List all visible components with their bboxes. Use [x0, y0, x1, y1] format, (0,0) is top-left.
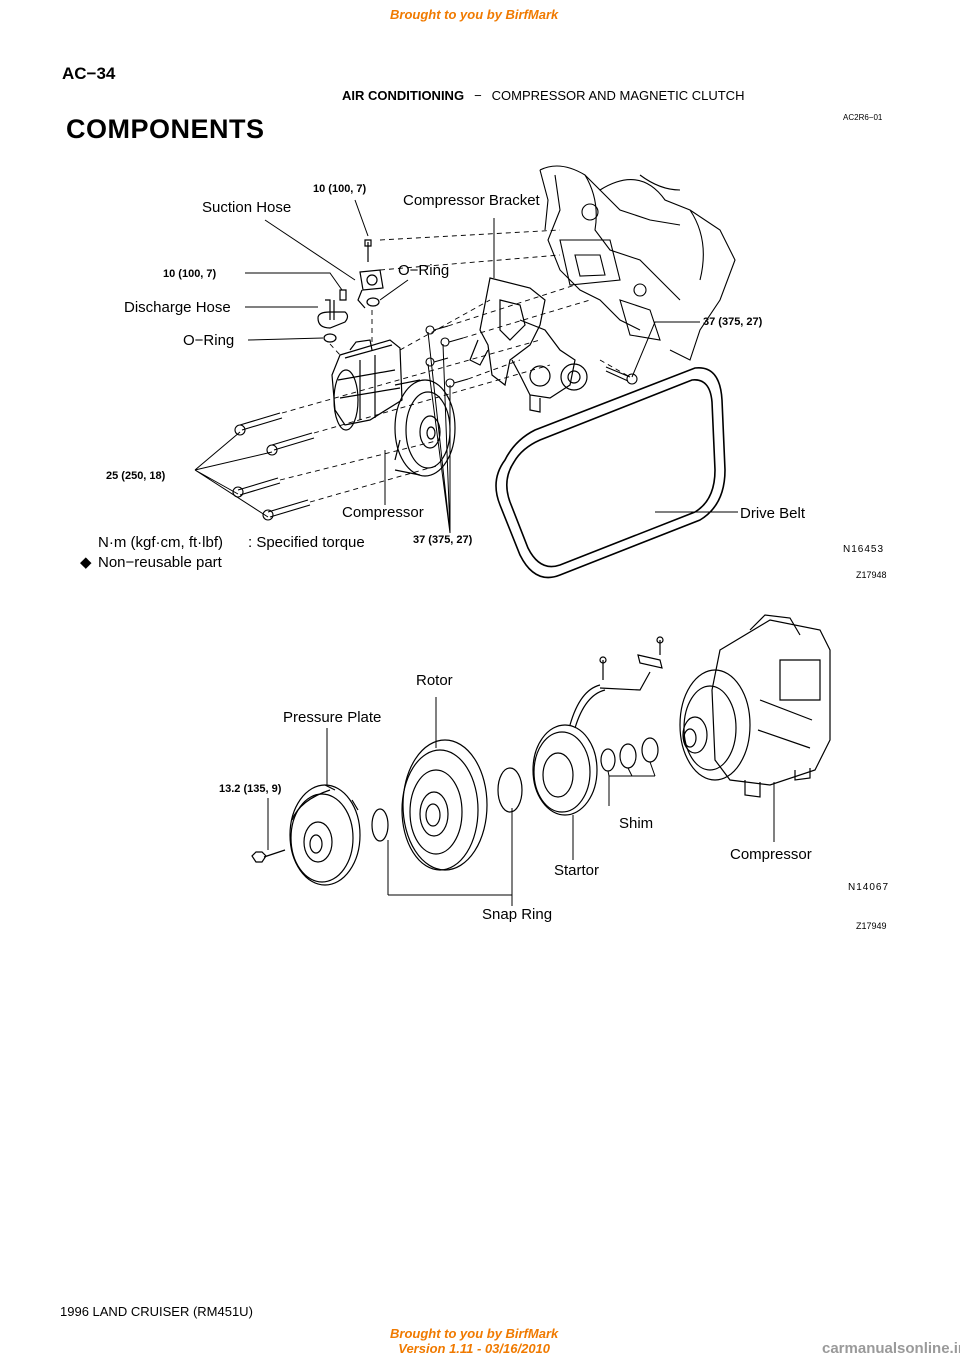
mount-bolts [232, 325, 638, 521]
o-ring-upper-part [366, 297, 380, 307]
o-ring-lower-label: O−Ring [183, 332, 234, 349]
watermark-top: Brought to you by BirfMark [390, 7, 559, 22]
o-ring-upper-label: O−Ring [398, 262, 449, 279]
compressor-label-2: Compressor [730, 846, 812, 863]
compressor-bracket-label: Compressor Bracket [403, 192, 541, 209]
leader-lines-2 [267, 697, 775, 906]
figure-id-1: Z17948 [856, 570, 887, 580]
compressor-bracket [469, 277, 588, 413]
page-number: AC−34 [62, 64, 116, 83]
o-ring-lower-part [323, 333, 337, 343]
legend-non-reusable: Non−reusable part [98, 554, 223, 571]
shim-label: Shim [619, 815, 653, 832]
discharge-hose-fitting [317, 289, 349, 329]
figure-code-2: N14067 [848, 882, 889, 893]
drive-belt-part [495, 367, 726, 579]
watermark-bottom-line1: Brought to you by BirfMark [390, 1326, 559, 1341]
legend-non-reusable-icon: ◆ [80, 554, 92, 571]
bracket-torque: 37 (375, 27) [703, 316, 763, 328]
shims-part [600, 737, 659, 772]
figure-id-2: Z17949 [856, 921, 887, 931]
header-subsection: COMPRESSOR AND MAGNETIC CLUTCH [491, 88, 745, 103]
pressure-plate-part [289, 784, 361, 886]
pressure-plate-label: Pressure Plate [283, 709, 381, 726]
page-header: AIR CONDITIONING−COMPRESSOR AND MAGNETIC… [342, 88, 744, 103]
suction-hose-fitting [357, 239, 384, 309]
snap-ring-outer-part [497, 767, 523, 813]
watermark-bottom-line2: Version 1.11 - 03/16/2010 [398, 1341, 551, 1356]
suction-hose-label: Suction Hose [202, 199, 291, 216]
drive-belt-label: Drive Belt [740, 505, 806, 522]
figure-code-1: N16453 [843, 544, 884, 555]
startor-part [532, 636, 664, 816]
startor-label: Startor [554, 862, 599, 879]
site-watermark: carmanualsonline.info [822, 1340, 960, 1357]
snap-ring-label: Snap Ring [482, 906, 552, 923]
header-separator: − [474, 88, 482, 103]
plate-bolt-part [251, 849, 286, 863]
header-section: AIR CONDITIONING [342, 88, 465, 103]
rotor-label: Rotor [416, 672, 453, 689]
discharge-hose-label: Discharge Hose [124, 299, 231, 316]
section-code: AC2R6−01 [843, 113, 883, 122]
page-footer: 1996 LAND CRUISER (RM451U) [60, 1304, 253, 1319]
compressor-part-2 [679, 614, 831, 798]
page-title: COMPONENTS [66, 114, 265, 144]
watermark-bottom: Brought to you by BirfMark Version 1.11 … [390, 1326, 558, 1356]
alignment-lines [279, 229, 631, 503]
snap-ring-inner-part [371, 808, 389, 842]
compressor-label-1: Compressor [342, 504, 424, 521]
legend-specified-torque: : Specified torque [248, 534, 365, 551]
plate-bolt-torque: 13.2 (135, 9) [219, 783, 282, 795]
legend-units: N·m (kgf·cm, ft·lbf) [98, 534, 223, 551]
suction-torque: 10 (100, 7) [313, 183, 367, 195]
discharge-torque: 10 (100, 7) [163, 268, 217, 280]
rotor-part [401, 739, 488, 871]
engine-background [539, 165, 736, 361]
mount-bolts-torque: 25 (250, 18) [106, 470, 166, 482]
compressor-bolts-torque: 37 (375, 27) [413, 534, 473, 546]
leader-lines-1 [194, 199, 738, 534]
